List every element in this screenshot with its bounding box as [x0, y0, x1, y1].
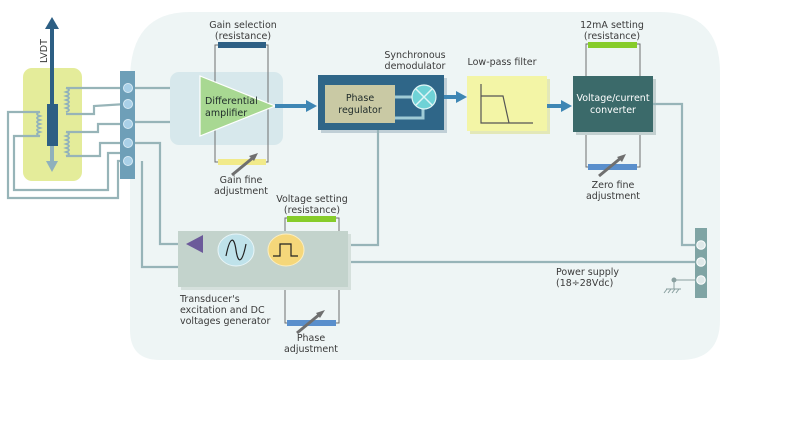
demod-to-generator-wire	[348, 130, 380, 247]
primary-coil	[36, 111, 43, 137]
power-supply-label-2: (18÷28Vdc)	[556, 278, 613, 289]
lvdt-up-arrowhead	[45, 17, 59, 29]
12ma-setting-label-2: (resistance)	[584, 31, 640, 42]
terminal-2	[123, 99, 133, 109]
gain-fine-resistor	[218, 159, 266, 165]
phase-regulator-label-1: Phase	[346, 93, 375, 104]
sine-wave-icon	[217, 233, 255, 267]
zero-fine-label-1: Zero fine	[592, 180, 635, 191]
converter-label-1: Voltage/current	[576, 93, 649, 104]
voltage-current-converter	[573, 76, 653, 132]
lvdt-label: LVDT	[39, 39, 50, 63]
generator-label-2: excitation and DC	[180, 305, 265, 316]
lvdt-wiring	[6, 86, 128, 200]
secondary-coil-top	[63, 87, 70, 113]
phase-regulator-label-2: regulator	[338, 105, 382, 116]
differential-amplifier-label-2: amplifier	[205, 108, 247, 119]
gain-selection-label-2: (resistance)	[215, 31, 271, 42]
generator-label-3: voltages generator	[180, 316, 270, 327]
voltage-setting-label-1: Voltage setting	[276, 194, 348, 205]
low-pass-filter-label: Low-pass filter	[467, 57, 536, 68]
right-terminal-strip	[695, 228, 707, 298]
gain-fine-adjust-arrow	[231, 154, 256, 177]
left-terminal-strip	[120, 71, 135, 179]
generator-resistor-loop	[284, 216, 340, 335]
converter-output-wire	[653, 102, 700, 247]
power-supply-label-1: Power supply	[556, 267, 619, 278]
generator-label-1: Transducer's	[179, 294, 240, 305]
phase-adjust-resistor	[287, 320, 336, 326]
phase-adjust-arrow	[296, 312, 321, 335]
terminal-5	[123, 156, 133, 166]
output-terminal	[696, 240, 706, 250]
power-terminal	[696, 257, 706, 267]
lvdt-core	[47, 104, 58, 146]
gain-selection-resistor	[218, 42, 266, 48]
converter-label-2: converter	[590, 105, 636, 116]
ground-terminal	[696, 275, 706, 285]
gain-selection-label-1: Gain selection	[209, 20, 277, 31]
gain-fine-label-1: Gain fine	[220, 175, 263, 186]
terminal-1	[123, 83, 133, 93]
differential-amplifier-label-1: Differential	[205, 96, 258, 107]
12ma-setting-resistor	[588, 42, 637, 48]
voltage-setting-resistor	[287, 216, 336, 222]
voltage-setting-label-2: (resistance)	[284, 205, 340, 216]
converter-resistor-loop	[585, 42, 641, 178]
secondary-coil-bottom	[63, 131, 70, 157]
low-pass-response-icon	[480, 84, 533, 124]
zero-fine-resistor	[588, 164, 637, 170]
phase-regulator	[325, 85, 395, 123]
synchronous-demodulator-label-1: Synchronous	[384, 50, 445, 61]
lvdt-down-arrowhead	[46, 161, 58, 172]
gain-fine-label-2: adjustment	[214, 186, 268, 197]
excitation-generator	[178, 231, 348, 287]
zero-fine-adjust-arrow	[598, 155, 623, 178]
terminal-3	[123, 119, 133, 129]
12ma-setting-label-1: 12mA setting	[580, 20, 644, 31]
zero-fine-label-2: adjustment	[586, 191, 640, 202]
phase-adjustment-label-1: Phase	[297, 333, 326, 344]
synchronous-demodulator-label-2: demodulator	[385, 61, 446, 72]
phase-adjustment-label-2: adjustment	[284, 344, 338, 355]
mixer-icon	[411, 84, 437, 110]
terminal-4	[123, 138, 133, 148]
low-pass-filter	[467, 76, 547, 131]
square-wave-icon	[267, 233, 305, 267]
lvdt-sensor: LVDT	[23, 17, 82, 181]
differential-amplifier	[199, 75, 277, 137]
buffer-triangle-icon	[186, 235, 203, 253]
